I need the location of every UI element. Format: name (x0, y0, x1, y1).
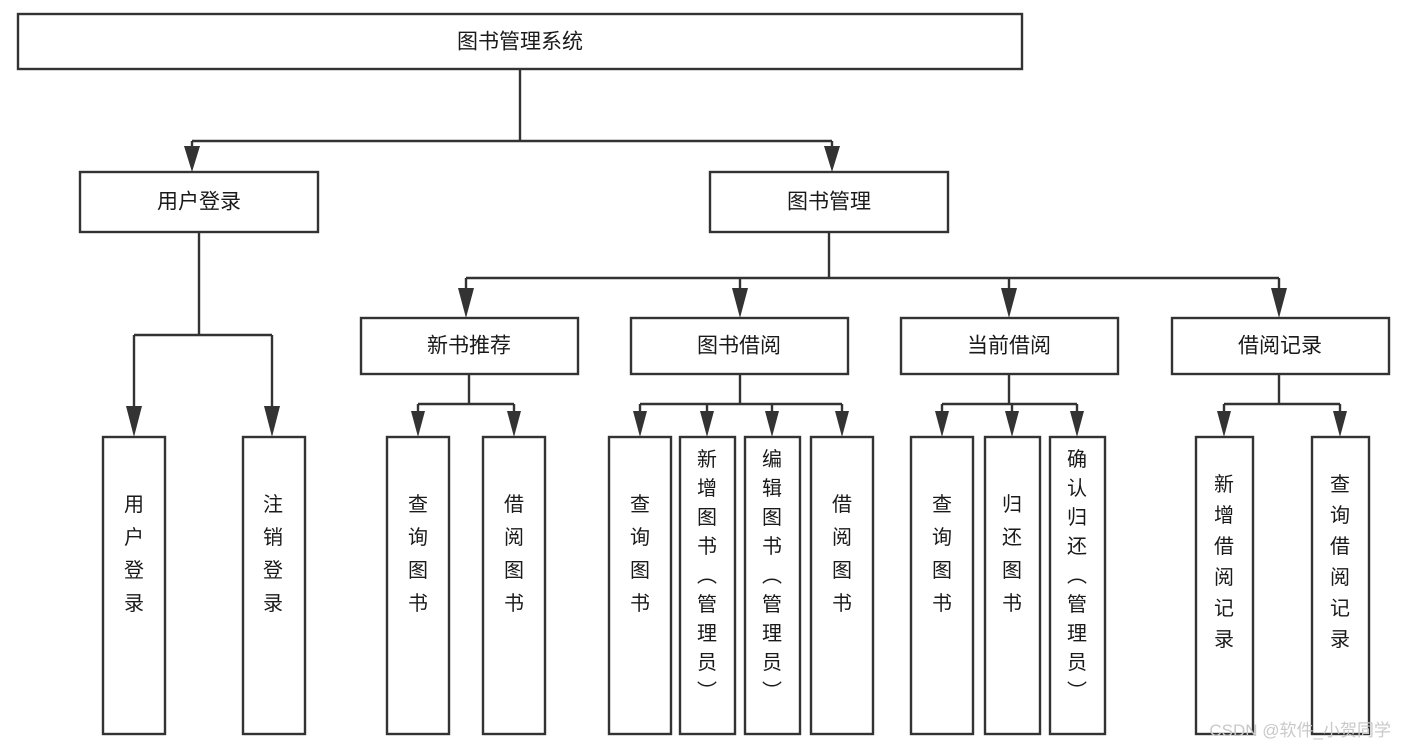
node-root-box[interactable] (16, 12, 1024, 71)
node-book-management-label: 图书管理 (787, 191, 871, 214)
node-leaf-query-book-current-box[interactable] (909, 435, 975, 736)
node-book-management-box[interactable] (708, 170, 950, 234)
nodes-layer: 图书管理系统 用户登录 图书管理 新书推荐 图书借阅 (16, 12, 1391, 736)
node-leaf-user-login-box[interactable] (101, 435, 167, 736)
arrow-head-leaf-edit-book-admin (765, 411, 779, 437)
node-leaf-borrow-book-recommend-box[interactable] (481, 435, 547, 736)
node-leaf-query-borrow-record[interactable]: 查询借阅记录 (1310, 435, 1371, 736)
node-leaf-query-borrow-record-box[interactable] (1310, 435, 1371, 736)
node-leaf-user-login[interactable]: 用户登录 (101, 435, 167, 736)
node-current-borrow[interactable]: 当前借阅 (899, 316, 1120, 376)
arrow-head-leaf-user-login (126, 406, 142, 437)
node-root-label: 图书管理系统 (457, 31, 583, 54)
arrow-head-book-borrow (732, 288, 748, 318)
node-leaf-edit-book-admin-label: 编辑图书︵管理员︶ (762, 448, 782, 703)
node-leaf-add-borrow-record-label: 新增借阅记录 (1214, 473, 1234, 651)
node-user-login-label: 用户登录 (157, 191, 241, 214)
node-leaf-edit-book-admin[interactable]: 编辑图书︵管理员︶ (743, 435, 802, 736)
node-leaf-user-login-label: 用户登录 (124, 494, 144, 615)
node-leaf-query-book-borrow-label: 查询图书 (630, 493, 650, 615)
arrow-head-leaf-query-book-current (935, 411, 949, 437)
node-leaf-query-book-borrow[interactable]: 查询图书 (607, 435, 673, 736)
node-leaf-logout[interactable]: 注销登录 (241, 435, 307, 736)
node-new-book-recommend-box[interactable] (359, 316, 580, 376)
arrow-head-leaf-add-book-admin (700, 411, 714, 437)
node-leaf-logout-label: 注销登录 (263, 493, 283, 615)
node-leaf-borrow-book-box[interactable] (809, 435, 875, 736)
arrow-head-leaf-query-borrow-record (1333, 411, 1347, 437)
edges-layer (126, 69, 1347, 437)
node-user-login[interactable]: 用户登录 (78, 170, 320, 234)
node-leaf-return-book-box[interactable] (983, 435, 1042, 736)
node-leaf-query-book-current-label: 查询图书 (932, 493, 952, 615)
arrow-head-borrow-record (1271, 288, 1287, 318)
node-leaf-add-book-admin-box[interactable] (678, 435, 737, 736)
node-user-login-box[interactable] (78, 170, 320, 234)
arrow-head-leaf-confirm-return-admin (1070, 411, 1084, 437)
csdn-watermark: CSDN @软件_小贺同学 (1209, 721, 1391, 740)
node-leaf-return-book[interactable]: 归还图书 (983, 435, 1042, 736)
node-leaf-confirm-return-admin[interactable]: 确认归还︵管理员︶ (1048, 435, 1107, 736)
node-leaf-query-book-recommend-label: 查询图书 (408, 493, 428, 615)
node-leaf-borrow-book[interactable]: 借阅图书 (809, 435, 875, 736)
node-new-book-recommend-label: 新书推荐 (427, 335, 511, 358)
node-root[interactable]: 图书管理系统 (16, 12, 1024, 71)
arrow-head-leaf-query-book-borrow (633, 411, 647, 437)
node-leaf-return-book-label: 归还图书 (1002, 493, 1022, 615)
node-leaf-query-book-recommend-box[interactable] (385, 435, 451, 736)
node-leaf-logout-box[interactable] (241, 435, 307, 736)
node-new-book-recommend[interactable]: 新书推荐 (359, 316, 580, 376)
arrow-head-leaf-query-book-recommend (411, 411, 425, 437)
node-book-borrow-box[interactable] (629, 316, 850, 376)
node-leaf-confirm-return-admin-label: 确认归还︵管理员︶ (1067, 448, 1087, 703)
node-leaf-add-borrow-record-box[interactable] (1194, 435, 1255, 736)
node-leaf-confirm-return-admin-box[interactable] (1048, 435, 1107, 736)
node-leaf-query-book-borrow-box[interactable] (607, 435, 673, 736)
node-leaf-edit-book-admin-box[interactable] (743, 435, 802, 736)
node-borrow-record-label: 借阅记录 (1238, 335, 1322, 358)
node-leaf-borrow-book-recommend-label: 借阅图书 (504, 493, 524, 615)
node-leaf-add-borrow-record[interactable]: 新增借阅记录 (1194, 435, 1255, 736)
node-book-borrow-label: 图书借阅 (697, 335, 781, 358)
node-current-borrow-box[interactable] (899, 316, 1120, 376)
arrow-head-new-book-recommend (458, 288, 474, 318)
arrow-head-leaf-add-borrow-record (1217, 411, 1231, 437)
node-leaf-query-book-recommend[interactable]: 查询图书 (385, 435, 451, 736)
arrow-head-current-borrow (1001, 288, 1017, 318)
arrow-head-leaf-logout (264, 406, 280, 437)
node-leaf-query-borrow-record-label: 查询借阅记录 (1330, 473, 1350, 651)
node-leaf-add-book-admin-label: 新增图书︵管理员︶ (697, 448, 717, 703)
node-borrow-record[interactable]: 借阅记录 (1170, 316, 1391, 376)
arrow-head-leaf-borrow-book-recommend (507, 411, 521, 437)
arrow-head-user-login (184, 146, 200, 172)
arrow-head-leaf-return-book (1005, 411, 1019, 437)
node-borrow-record-box[interactable] (1170, 316, 1391, 376)
node-book-management[interactable]: 图书管理 (708, 170, 950, 234)
node-current-borrow-label: 当前借阅 (967, 335, 1051, 358)
node-leaf-query-book-current[interactable]: 查询图书 (909, 435, 975, 736)
node-book-borrow[interactable]: 图书借阅 (629, 316, 850, 376)
arrow-head-leaf-borrow-book (835, 411, 849, 437)
arrow-head-book-management (824, 146, 840, 172)
node-leaf-borrow-book-label: 借阅图书 (832, 493, 852, 615)
node-leaf-add-book-admin[interactable]: 新增图书︵管理员︶ (678, 435, 737, 736)
node-leaf-borrow-book-recommend[interactable]: 借阅图书 (481, 435, 547, 736)
